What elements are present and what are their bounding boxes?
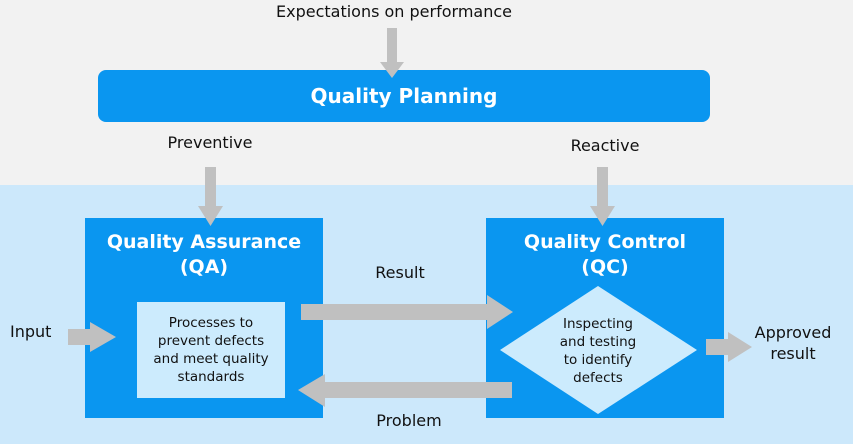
arrow-problem-qc-to-qa — [298, 374, 512, 407]
qc-desc-line: defects — [573, 370, 623, 386]
approved-result-line1: Approved — [754, 323, 832, 342]
arrow-preventive-to-qa — [198, 167, 223, 226]
qc-title-line2: (QC) — [581, 256, 629, 278]
qa-title-line1: Quality Assurance — [106, 231, 302, 253]
qa-desc-line: prevent defects — [157, 333, 265, 349]
qc-decision-diamond — [500, 286, 697, 414]
arrow-expectations-to-planning — [380, 28, 404, 78]
result-label: Result — [375, 263, 425, 282]
qa-title: Quality Assurance (QA) — [85, 230, 323, 280]
problem-label: Problem — [376, 411, 442, 430]
expectations-label: Expectations on performance — [275, 2, 512, 21]
qc-description: Inspecting and testing to identify defec… — [533, 315, 663, 387]
input-label: Input — [10, 322, 52, 341]
arrow-approved-result — [706, 332, 752, 362]
qc-desc-line: and testing — [559, 334, 637, 350]
qc-desc-line: Inspecting — [562, 316, 634, 332]
qa-desc-line: standards — [177, 369, 245, 385]
reactive-label: Reactive — [570, 136, 640, 155]
qa-description-box: Processes to prevent defects and meet qu… — [137, 302, 285, 398]
qa-desc-line: and meet quality — [153, 351, 269, 367]
arrow-input — [68, 322, 116, 352]
qc-desc-line: to identify — [563, 352, 633, 368]
arrow-result-qa-to-qc — [301, 295, 513, 329]
qc-title: Quality Control (QC) — [486, 230, 724, 280]
quality-planning-box: Quality Planning — [98, 70, 710, 122]
qa-title-line2: (QA) — [179, 256, 229, 278]
arrow-reactive-to-qc — [590, 167, 615, 226]
qa-desc-line: Processes to — [168, 315, 254, 331]
preventive-label: Preventive — [167, 133, 253, 152]
quality-planning-title: Quality Planning — [310, 84, 498, 108]
qc-title-line1: Quality Control — [523, 231, 687, 253]
approved-result-line2: result — [770, 344, 816, 363]
approved-result-label: Approved result — [738, 322, 848, 364]
